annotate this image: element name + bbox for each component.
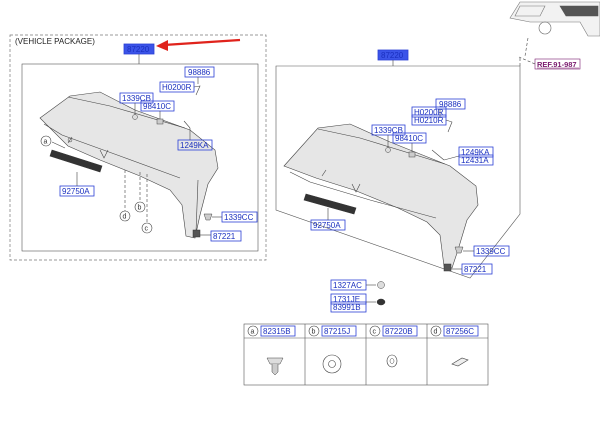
svg-text:87221: 87221 [464, 265, 487, 274]
legend-cell-b[interactable]: b 87215J [308, 325, 357, 337]
right-label-98886[interactable]: 98886 [435, 98, 466, 110]
callout-b[interactable]: b [134, 172, 146, 213]
svg-text:1327AC: 1327AC [333, 281, 362, 290]
svg-text:87256C: 87256C [446, 327, 474, 336]
right-spoiler [283, 123, 479, 269]
svg-text:87220: 87220 [127, 45, 150, 54]
svg-text:98410C: 98410C [143, 102, 171, 111]
left-label-87221[interactable]: 87221 [210, 230, 242, 242]
svg-text:c: c [373, 329, 377, 336]
left-spoiler [39, 91, 219, 239]
left-seal-strip [49, 149, 103, 173]
right-seal-strip [303, 193, 357, 215]
svg-text:98886: 98886 [188, 68, 211, 77]
svg-text:H0200R: H0200R [414, 108, 444, 117]
svg-text:98410C: 98410C [395, 134, 423, 143]
legend-table [243, 323, 489, 386]
right-label-h0210r[interactable]: H0210R [411, 114, 447, 126]
right-label-1339cc[interactable]: 1339CC [473, 245, 510, 257]
legend-cell-c[interactable]: c 87220B [369, 325, 418, 337]
ref-label[interactable]: REF.91-987 [518, 56, 581, 70]
svg-text:87220: 87220 [381, 51, 404, 60]
svg-text:REF.91-987: REF.91-987 [537, 60, 577, 69]
svg-text:87221: 87221 [213, 232, 236, 241]
left-label-1339cc[interactable]: 1339CC [221, 211, 258, 223]
svg-text:b: b [138, 205, 142, 212]
left-label-h0200r[interactable]: H0200R [159, 81, 195, 93]
callout-c[interactable]: c [141, 174, 153, 234]
svg-text:d: d [434, 329, 438, 336]
clip-icon [266, 357, 284, 376]
svg-text:1249KA: 1249KA [461, 148, 490, 157]
svg-text:87220B: 87220B [385, 327, 413, 336]
left-label-1339cb[interactable]: 1339CB [119, 92, 154, 104]
left-label-1249ka[interactable]: 1249KA [177, 139, 213, 151]
red-arrow [156, 38, 241, 51]
pad-icon [451, 357, 469, 367]
vehicle-package-frame [9, 34, 267, 261]
svg-text:c: c [145, 226, 149, 233]
right-label-92750a[interactable]: 92750A [310, 219, 346, 231]
svg-text:b: b [312, 329, 316, 336]
right-label-1327ac[interactable]: 1327AC [330, 279, 367, 291]
callout-a[interactable]: a [40, 135, 66, 149]
right-label-98410c[interactable]: 98410C [392, 132, 427, 144]
svg-text:a: a [251, 329, 255, 336]
right-label-87221[interactable]: 87221 [461, 263, 493, 275]
right-label-1249ka[interactable]: 1249KA [458, 146, 494, 158]
right-label-h0200r[interactable]: H0200R [411, 106, 447, 118]
svg-text:1339CC: 1339CC [476, 247, 506, 256]
right-label-12431a[interactable]: 12431A [458, 154, 494, 166]
right-label-83991b[interactable]: 83991B [330, 301, 367, 313]
left-inner-frame [21, 63, 259, 252]
legend-cell-d[interactable]: d 87256C [430, 325, 479, 337]
svg-text:1249KA: 1249KA [180, 141, 209, 150]
left-label-98410c[interactable]: 98410C [140, 100, 175, 112]
vehicle-package-label: (VEHICLE PACKAGE) [15, 37, 95, 46]
svg-text:H0200R: H0200R [162, 83, 192, 92]
left-label-92750a[interactable]: 92750A [59, 185, 95, 197]
svg-text:1339CB: 1339CB [374, 126, 403, 135]
svg-text:83991B: 83991B [333, 303, 361, 312]
right-label-1339cb[interactable]: 1339CB [371, 124, 406, 136]
svg-text:98886: 98886 [439, 100, 462, 109]
svg-text:1339CC: 1339CC [224, 213, 254, 222]
svg-text:87215J: 87215J [324, 327, 350, 336]
right-label-1731je[interactable]: 1731JE [330, 293, 367, 305]
svg-text:H0210R: H0210R [414, 116, 444, 125]
svg-text:82315B: 82315B [263, 327, 291, 336]
svg-text:12431A: 12431A [461, 156, 489, 165]
svg-text:92750A: 92750A [313, 221, 341, 230]
washer-icon [386, 354, 398, 368]
left-main-part-label[interactable]: 87220 [123, 43, 155, 55]
car-thumbnail [509, 1, 600, 57]
left-label-98886[interactable]: 98886 [184, 66, 215, 78]
svg-text:1731JE: 1731JE [333, 295, 360, 304]
legend-cell-a[interactable]: a 82315B [247, 325, 296, 337]
callout-d[interactable]: d [119, 170, 131, 222]
right-main-part-label[interactable]: 87220 [377, 49, 409, 61]
svg-text:a: a [44, 139, 48, 146]
svg-text:d: d [123, 214, 127, 221]
svg-text:92750A: 92750A [62, 187, 90, 196]
grommet-icon [322, 354, 342, 374]
svg-text:1339CB: 1339CB [122, 94, 151, 103]
